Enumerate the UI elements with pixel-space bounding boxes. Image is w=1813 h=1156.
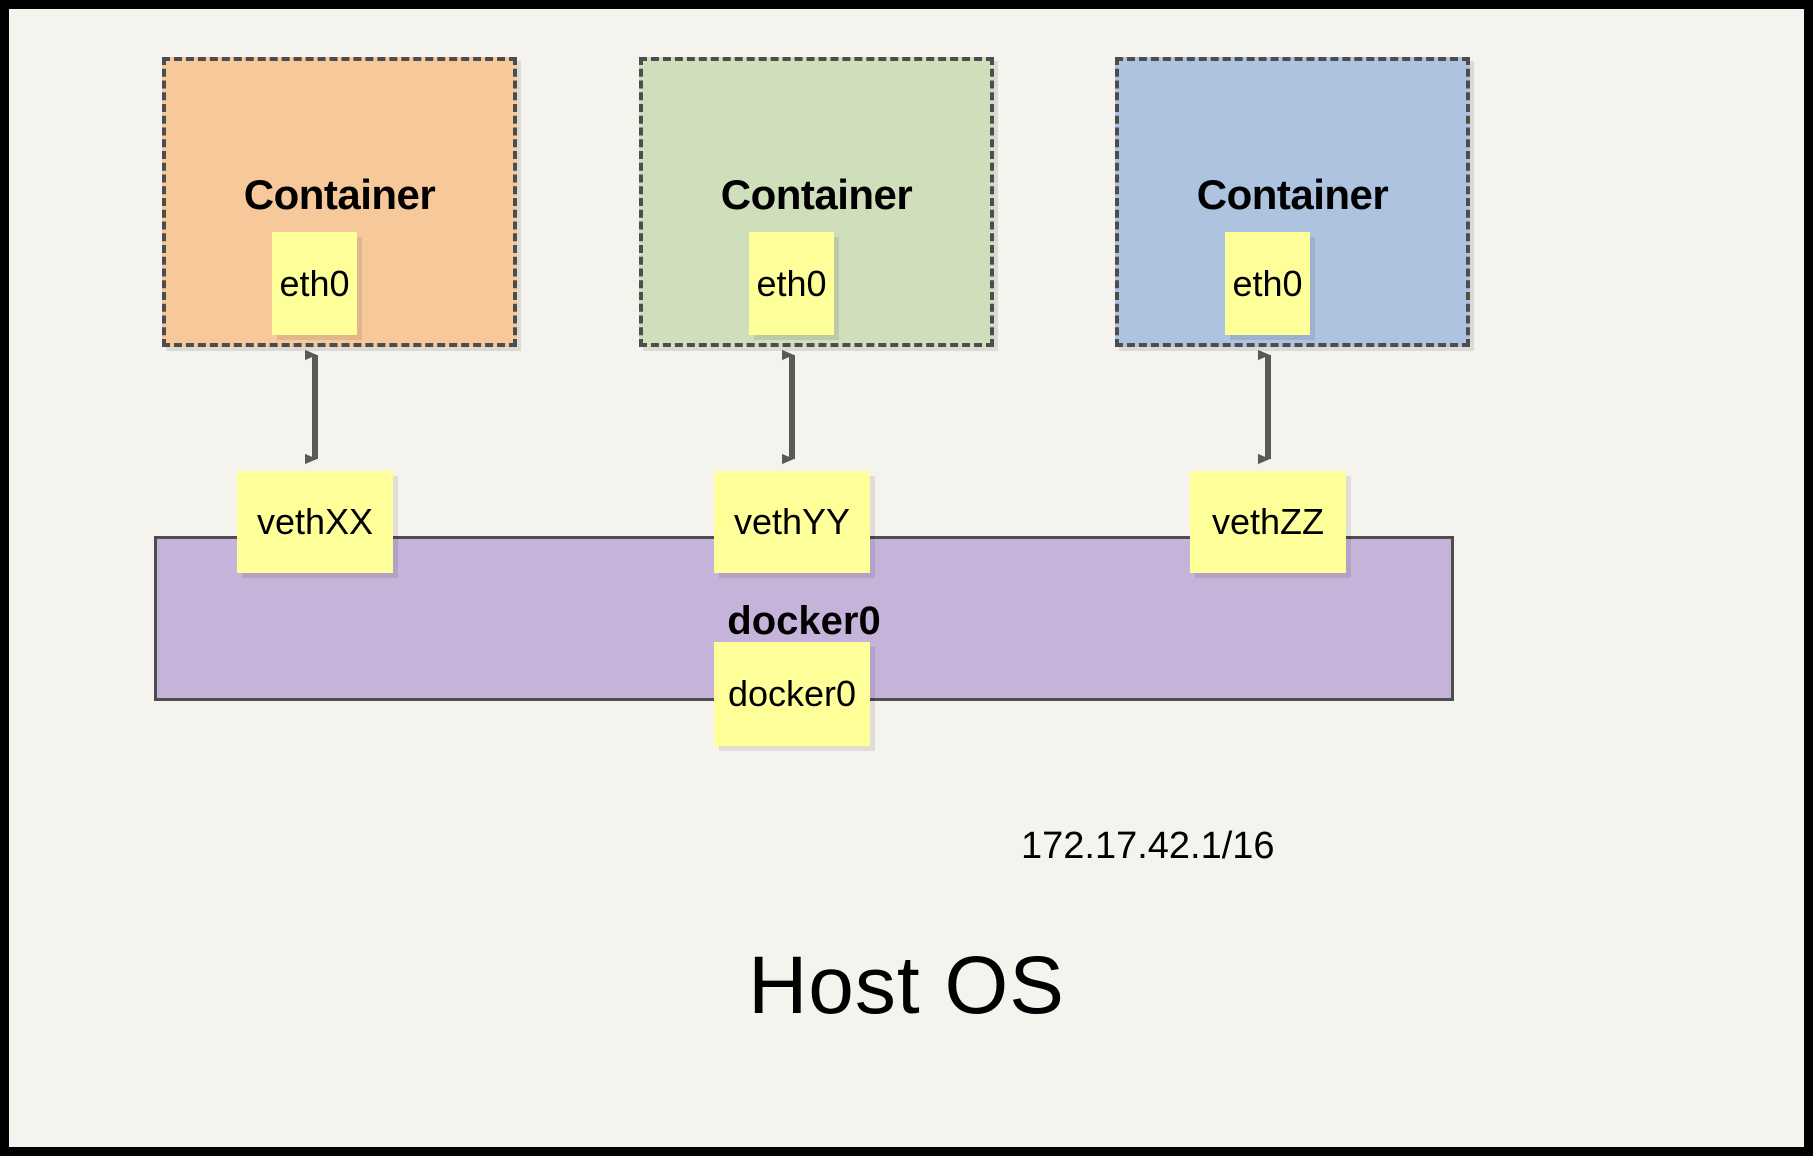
veth-box-zz: vethZZ xyxy=(1190,471,1346,573)
veth-label-zz: vethZZ xyxy=(1211,501,1325,542)
container-eth0-3: eth0 xyxy=(1225,232,1310,335)
docker0-interface-box: docker0 xyxy=(714,642,870,746)
veth-box-yy: vethYY xyxy=(714,471,870,573)
container-title-1: Container xyxy=(243,171,436,218)
container-title-2: Container xyxy=(720,171,913,218)
host-os-label: Host OS xyxy=(748,940,1065,1031)
link-eth0-vethYY xyxy=(768,337,795,477)
veth-box-xx: vethXX xyxy=(237,471,393,573)
veth-label-yy: vethYY xyxy=(733,501,851,542)
docker0-interface-label: docker0 xyxy=(727,673,857,714)
link-eth0-vethXX xyxy=(291,337,318,477)
container-eth0-2: eth0 xyxy=(749,232,834,335)
host-os-panel: Container eth0 Container eth0 Container … xyxy=(9,9,1804,1147)
link-eth0-vethZZ xyxy=(1244,337,1271,477)
container-eth0-label-3: eth0 xyxy=(1232,262,1303,304)
container-eth0-label-1: eth0 xyxy=(279,262,350,304)
docker0-ip-address: 172.17.42.1/16 xyxy=(1021,825,1275,867)
container-title-3: Container xyxy=(1196,171,1389,218)
container-eth0-1: eth0 xyxy=(272,232,357,335)
veth-label-xx: vethXX xyxy=(256,501,374,542)
docker0-bridge-title: docker0 xyxy=(727,599,881,643)
container-eth0-label-2: eth0 xyxy=(756,262,827,304)
